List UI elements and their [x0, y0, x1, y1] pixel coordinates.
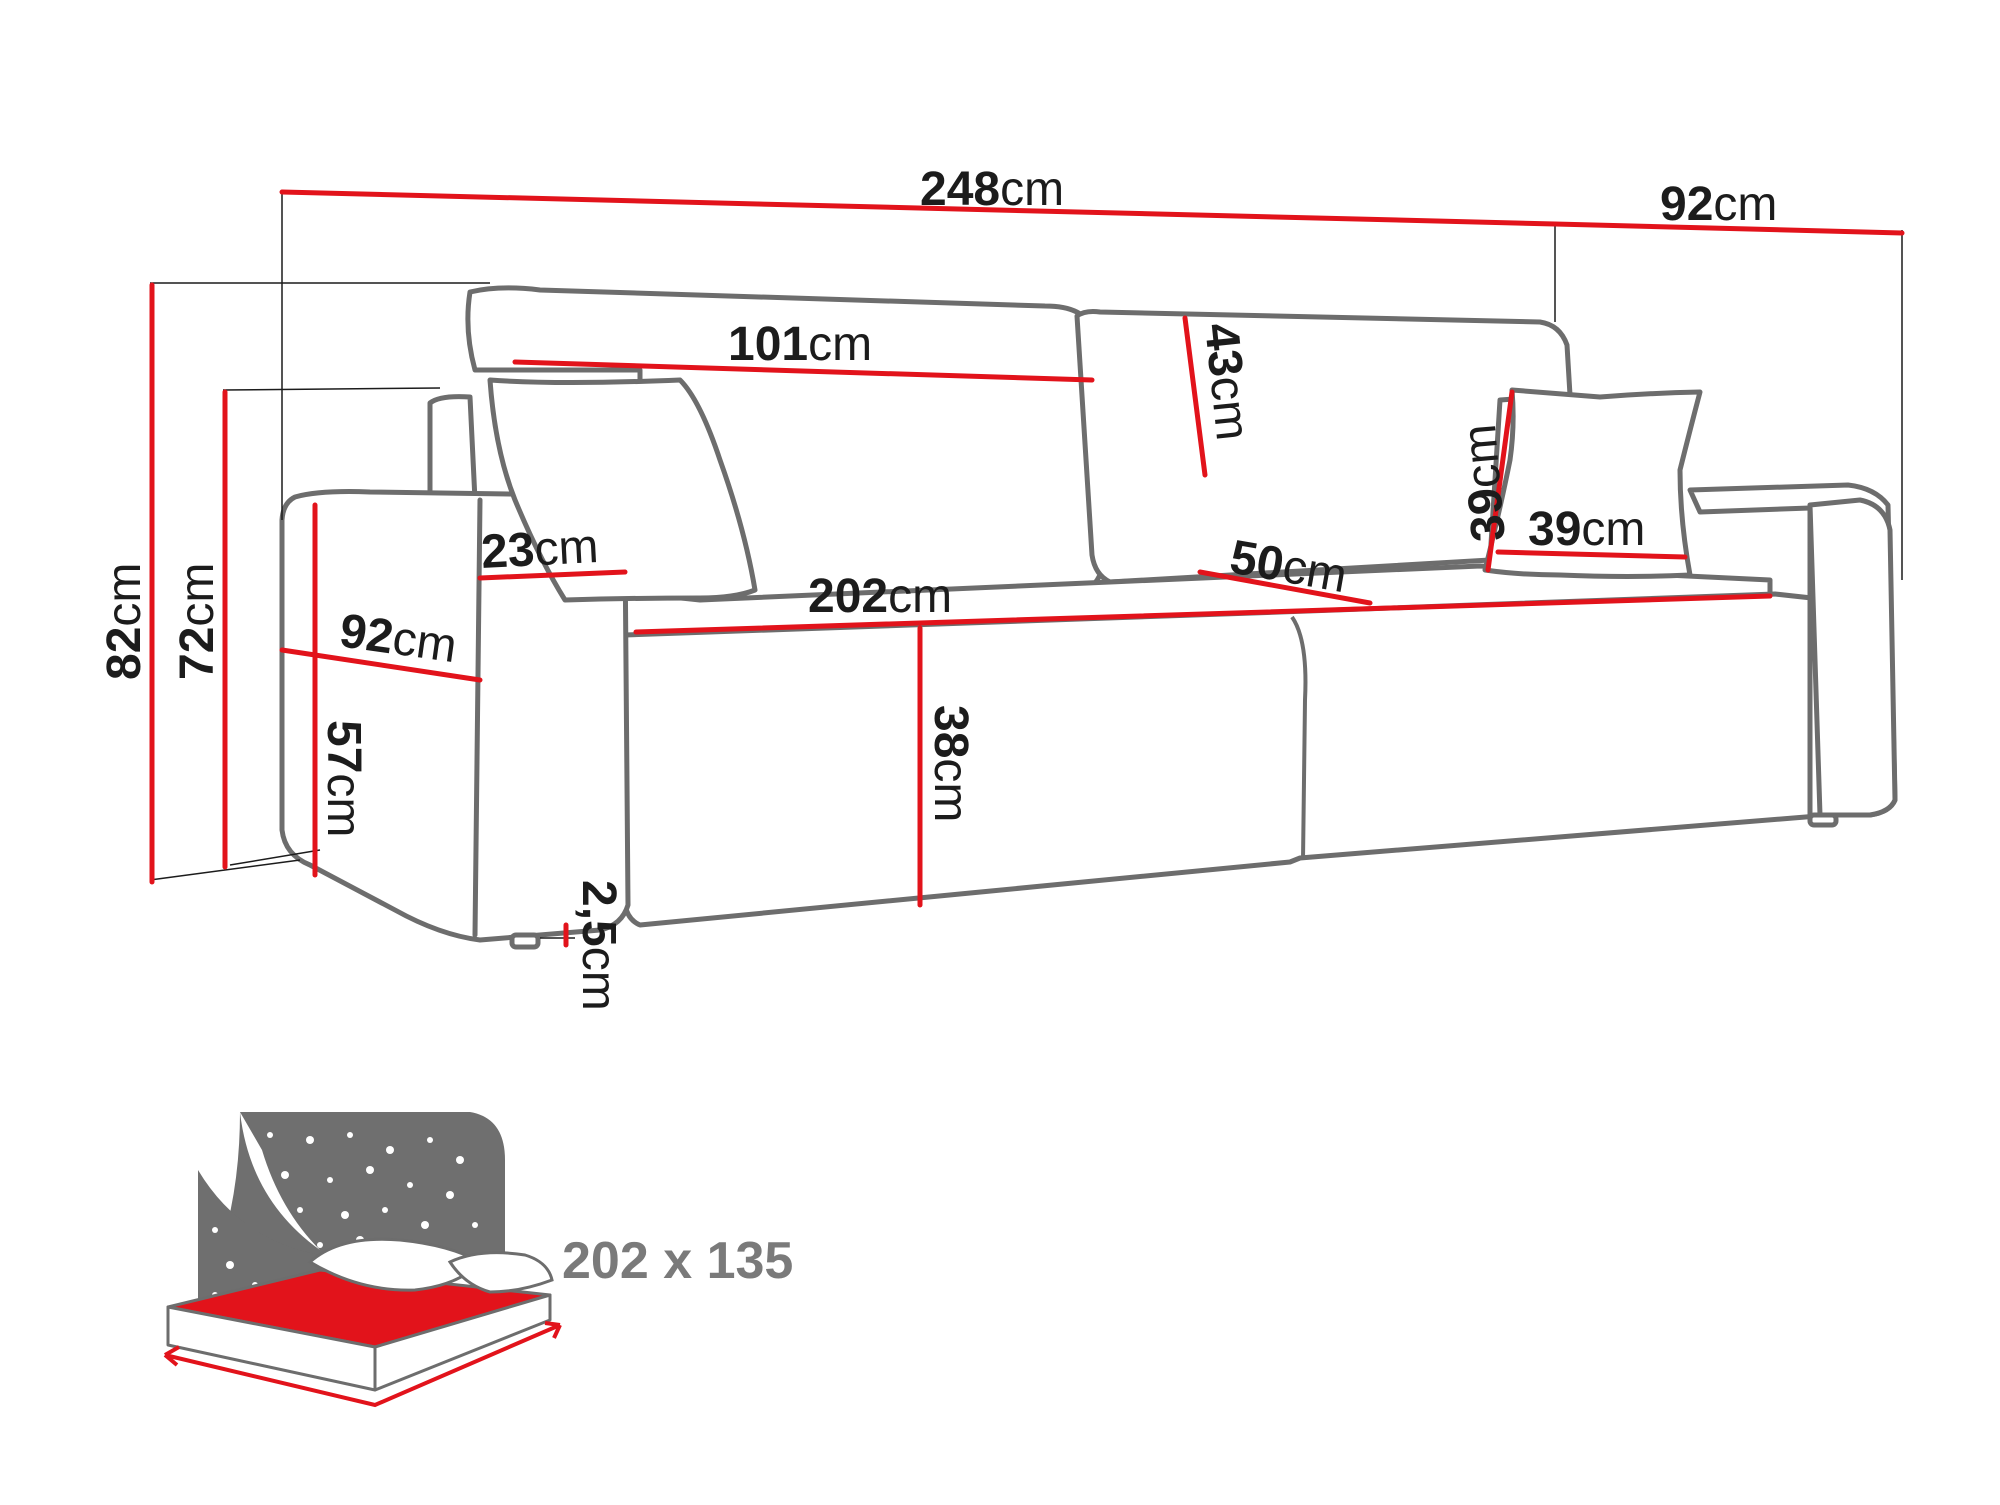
dimension-labels: 248cm 92cm 101cm 23cm 202cm 50cm 39cm 92…: [98, 163, 1777, 1011]
right-leg: [1807, 812, 1839, 828]
bed-icon: [163, 1112, 562, 1408]
left-leg: [509, 932, 541, 950]
label-armrest-inner-height: 57cm: [317, 720, 370, 837]
dimension-lines: [149, 189, 1905, 948]
label-seat-depth: 50cm: [1226, 531, 1351, 604]
left-pillow: [487, 377, 758, 603]
bed-width-arrow-icon: [164, 1323, 561, 1408]
label-backrest-height: 43cm: [1194, 321, 1259, 443]
right-pillow: [1482, 387, 1703, 579]
dim-line-overall-depth: [1552, 221, 1905, 236]
dim-line-seat-width: [633, 593, 1773, 635]
label-armrest-depth: 92cm: [336, 604, 460, 673]
label-armrest-width: 23cm: [480, 520, 600, 579]
label-armrest-height: 72cm: [171, 563, 224, 680]
label-overall-depth: 92cm: [1660, 178, 1777, 231]
sofa-outline: [279, 285, 1898, 950]
right-back-cushion: [1074, 309, 1573, 585]
arrow-head-left: [163, 1345, 180, 1367]
left-armrest: [279, 489, 631, 943]
dim-line-armrest-depth: [279, 647, 483, 683]
label-pillow-width: 39cm: [1528, 503, 1645, 556]
left-armrest-back: [427, 394, 478, 508]
dim-line-backrest-height: [1182, 315, 1208, 478]
seat-front: [622, 591, 1833, 928]
leader-lines: [149, 190, 1903, 939]
label-pillow-height: 39cm: [1453, 422, 1516, 544]
label-backrest-width: 101cm: [728, 318, 872, 371]
dim-line-seat-depth: [1197, 569, 1373, 606]
dim-line-pillow-width: [1495, 549, 1688, 560]
label-leg-height: 2,5cm: [572, 880, 625, 1011]
bed-pillow-2-icon: [447, 1251, 554, 1294]
label-seat-height: 38cm: [924, 705, 977, 822]
dim-line-pillow-height: [1485, 389, 1515, 573]
label-total-height: 82cm: [98, 563, 151, 680]
dim-line-overall-width: [279, 189, 1558, 227]
mattress-right-side: [373, 1293, 552, 1392]
right-armrest-front: [1807, 497, 1898, 818]
seat-cushion-divider: [1290, 615, 1308, 861]
bed-size-label: 202 x 135: [562, 1232, 793, 1290]
dim-line-armrest-width: [477, 569, 628, 581]
label-overall-width: 248cm: [920, 163, 1064, 216]
label-seat-width: 202cm: [808, 570, 952, 623]
arrow-head-right: [544, 1321, 562, 1339]
left-armrest-inner: [472, 497, 483, 938]
dim-line-backrest-width: [512, 359, 1095, 383]
